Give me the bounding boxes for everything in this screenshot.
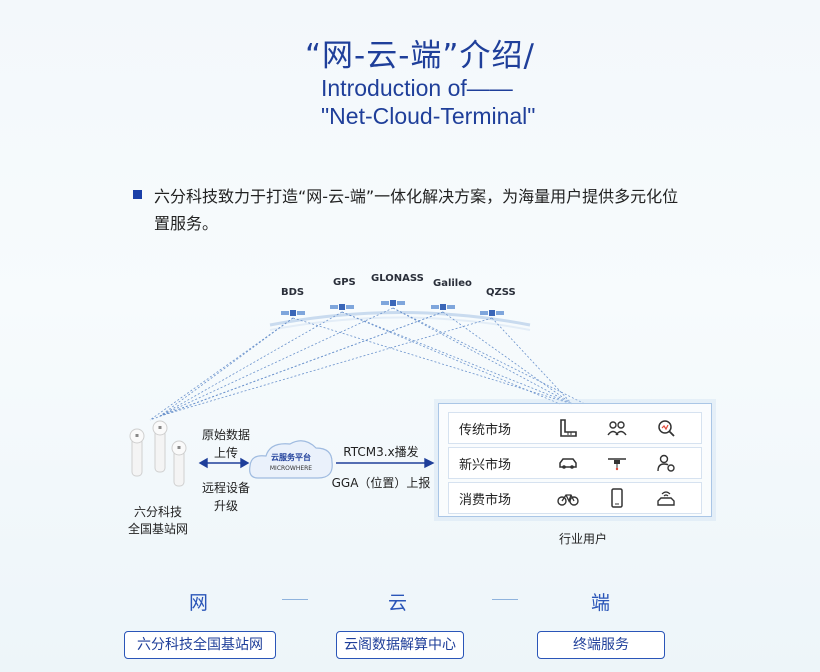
cloud-platform-icon xyxy=(249,440,333,479)
market-label: 传统市场 xyxy=(459,423,512,438)
satellite-label-gps: GPS xyxy=(333,277,356,288)
triad-net: 网 xyxy=(189,592,209,614)
station-label-line-1: 六分科技 xyxy=(133,505,182,519)
station-label-line-2: 全国基站网 xyxy=(127,522,188,536)
bullet-square xyxy=(133,190,142,199)
satellite-label-galileo: Galileo xyxy=(433,278,472,289)
pill-cloud: 云阁数据解算中心 xyxy=(336,631,464,659)
triad-cloud: 云 xyxy=(388,592,408,614)
signal-lines-to-users xyxy=(292,307,586,405)
broadcast-label: RTCM3.x播发 xyxy=(343,445,419,459)
satellite-galileo-icon xyxy=(431,304,455,310)
car-icon xyxy=(559,458,577,469)
ruler-icon xyxy=(560,419,577,437)
satellite-label-glonass: GLONASS xyxy=(371,273,424,284)
person-settings-icon xyxy=(657,454,675,472)
uplink-label-top: 原始数据 上传 xyxy=(196,426,256,462)
uplink-label-line-4: 升级 xyxy=(213,499,238,513)
pill-net: 六分科技全国基站网 xyxy=(124,631,276,659)
intro-text: 六分科技致力于打造“网-云-端”一体化解决方案，为海量用户提供多元化位置服务。 xyxy=(154,187,679,233)
cloud-brand: MICROWHERE xyxy=(270,465,312,472)
market-row-consumer: 消费市场 xyxy=(448,482,702,514)
broadcast-arrow xyxy=(336,457,435,469)
bicycle-icon xyxy=(557,494,579,506)
satellite-label-bds: BDS xyxy=(281,287,304,298)
smartphone-icon xyxy=(611,488,623,508)
survey-people-icon xyxy=(607,421,627,436)
satellite-bds-icon xyxy=(281,310,305,316)
industry-markets-panel: 传统市场 新兴市场 xyxy=(438,403,712,517)
orbit-arc xyxy=(269,311,531,327)
pill-terminal: 终端服务 xyxy=(537,631,665,659)
drone-icon xyxy=(608,458,626,471)
satellite-label-qzss: QZSS xyxy=(486,287,516,298)
uplink-arrow xyxy=(198,457,250,469)
satellite-gps-icon xyxy=(330,304,354,310)
page-subtitle: Introduction of—— "Net-Cloud-Terminal" xyxy=(321,74,535,130)
market-row-emerging: 新兴市场 xyxy=(448,447,702,479)
base-station-icon xyxy=(129,420,187,487)
market-label: 消费市场 xyxy=(459,493,512,508)
market-row-traditional: 传统市场 xyxy=(448,412,702,444)
triad-terminal: 端 xyxy=(591,592,611,614)
subtitle-line-2: "Net-Cloud-Terminal" xyxy=(321,103,536,129)
uplink-label-bottom: 远程设备 升级 xyxy=(196,479,256,515)
connected-car-icon xyxy=(657,491,675,506)
report-label: GGA（位置）上报 xyxy=(331,476,431,490)
uplink-label-line-1: 原始数据 xyxy=(201,428,250,442)
uplink-label-line-2: 上传 xyxy=(213,446,238,460)
market-label: 新兴市场 xyxy=(459,458,512,473)
satellite-glonass-icon xyxy=(381,300,405,306)
uplink-label-line-3: 远程设备 xyxy=(201,481,250,495)
industry-users-label: 行业用户 xyxy=(558,532,607,546)
page-title: “网-云-端”介绍/ xyxy=(305,38,535,74)
station-label: 六分科技 全国基站网 xyxy=(112,504,204,538)
triad-dash-2 xyxy=(492,599,518,600)
signal-lines-to-station xyxy=(149,307,493,421)
cloud-name: 云服务平台 xyxy=(271,452,311,462)
triad-dash-1 xyxy=(282,599,308,600)
subtitle-line-1: Introduction of—— xyxy=(321,75,513,101)
search-analytics-icon xyxy=(658,420,675,437)
satellite-qzss-icon xyxy=(480,310,504,316)
